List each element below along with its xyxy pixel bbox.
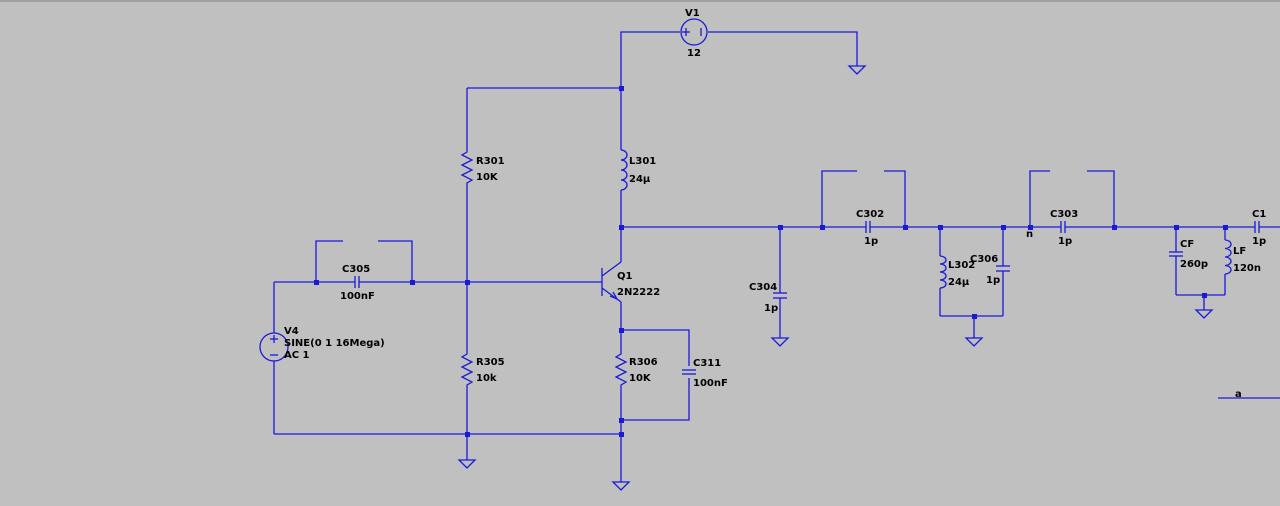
c304-name: C304: [749, 282, 777, 293]
c302-name: C302: [856, 209, 884, 220]
c311-value: 100nF: [693, 378, 728, 389]
v4-waveform: SINE(0 1 16Mega): [284, 338, 385, 349]
ground-icon: [611, 481, 631, 491]
r305-name: R305: [476, 357, 505, 368]
c306-capacitor[interactable]: C306 1p: [970, 254, 1010, 286]
c311-name: C311: [693, 358, 721, 369]
r306-resistor[interactable]: R306 10K: [614, 350, 658, 388]
ground-symbols: [457, 65, 1214, 491]
c305-value: 100nF: [340, 291, 375, 302]
ground-icon: [964, 337, 984, 347]
lf-name: LF: [1233, 246, 1246, 257]
ground-icon: [847, 65, 867, 75]
c1-capacitor[interactable]: C1 1p: [1252, 209, 1266, 247]
v1-voltage-source[interactable]: V1 12: [680, 8, 708, 59]
v1-name: V1: [685, 8, 700, 19]
c1-value: 1p: [1252, 236, 1266, 247]
l301-name: L301: [629, 156, 656, 167]
c305-capacitor[interactable]: C305 100nF: [340, 264, 375, 302]
r306-value: 10K: [629, 373, 652, 384]
wires: [273, 31, 1280, 482]
r301-resistor[interactable]: R301 10K: [460, 148, 505, 186]
v4-voltage-source[interactable]: V4 SINE(0 1 16Mega) AC 1: [259, 326, 385, 362]
cf-name: CF: [1180, 239, 1194, 250]
v4-name: V4: [284, 326, 299, 337]
ground-icon: [770, 337, 790, 347]
l301-value: 24µ: [629, 174, 651, 185]
l302-value: 24µ: [948, 277, 970, 288]
r305-resistor[interactable]: R305 10k: [460, 350, 505, 388]
l301-inductor[interactable]: L301 24µ: [620, 149, 656, 191]
v1-value: 12: [687, 48, 701, 59]
r301-name: R301: [476, 156, 505, 167]
c1-name: C1: [1252, 209, 1266, 220]
c302-value: 1p: [864, 236, 878, 247]
c305-name: C305: [342, 264, 370, 275]
r306-name: R306: [629, 357, 658, 368]
c306-name: C306: [970, 254, 998, 265]
q1-value: 2N2222: [617, 287, 660, 298]
junctions: [314, 86, 1228, 437]
r301-value: 10K: [476, 172, 499, 183]
q1-name: Q1: [617, 271, 633, 282]
l302-inductor[interactable]: L302 24µ: [939, 255, 975, 289]
c303-value: 1p: [1058, 236, 1072, 247]
net-label-a: a: [1235, 389, 1242, 400]
c303-capacitor[interactable]: C303 1p: [1050, 209, 1078, 247]
net-label-n: n: [1026, 229, 1033, 240]
c306-value: 1p: [986, 275, 1000, 286]
r305-value: 10k: [476, 373, 497, 384]
ground-icon: [457, 459, 477, 469]
c304-capacitor[interactable]: C304 1p: [749, 282, 787, 314]
cf-capacitor[interactable]: CF 260p: [1169, 239, 1208, 270]
ground-icon: [1194, 309, 1214, 319]
c303-name: C303: [1050, 209, 1078, 220]
c311-capacitor[interactable]: C311 100nF: [682, 358, 728, 389]
c304-value: 1p: [764, 303, 778, 314]
q1-npn-transistor[interactable]: Q1 2N2222: [601, 261, 660, 303]
cf-value: 260p: [1180, 259, 1208, 270]
lf-value: 120n: [1233, 263, 1261, 274]
l302-name: L302: [948, 260, 975, 271]
v4-ac: AC 1: [284, 350, 310, 361]
c302-capacitor[interactable]: C302 1p: [856, 209, 884, 247]
lf-inductor[interactable]: LF 120n: [1224, 239, 1261, 275]
